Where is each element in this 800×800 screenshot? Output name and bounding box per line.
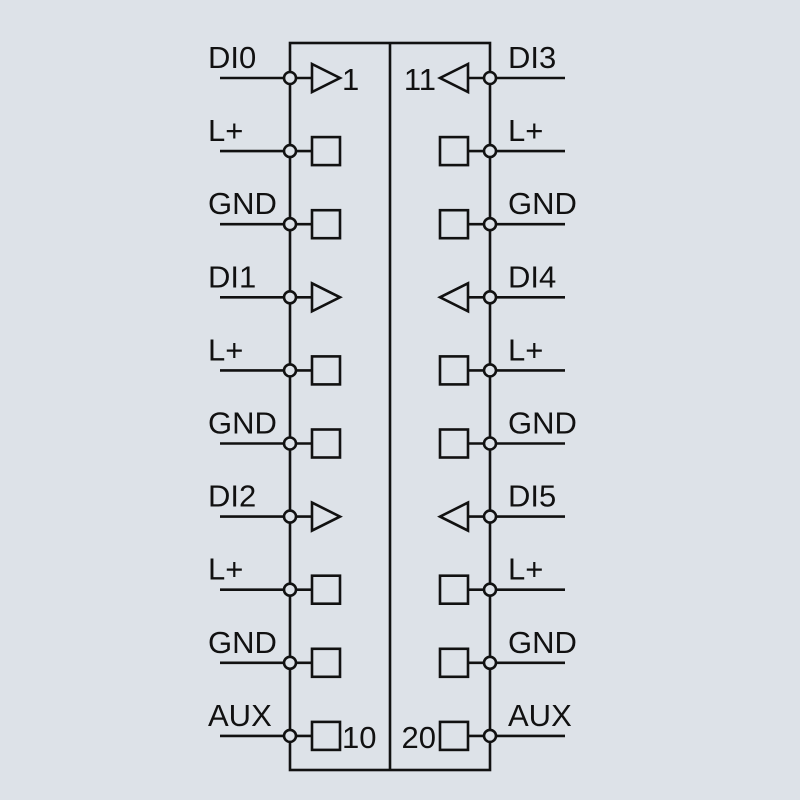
terminal-label: L+: [508, 552, 543, 587]
terminal-left-8: L+: [208, 552, 342, 606]
terminal-right-4: DI4: [437, 259, 565, 314]
terminal-square-icon: [310, 355, 342, 386]
terminal-left-10: AUX 10: [208, 698, 376, 755]
terminal-circle-icon: [282, 509, 298, 524]
terminal-right-6: GND: [438, 406, 577, 459]
terminal-square-icon: [438, 647, 470, 679]
terminal-right-1: DI3 11: [404, 40, 565, 97]
terminal-circle-icon: [482, 655, 498, 671]
terminal-square-icon: [310, 647, 342, 679]
terminal-label: DI1: [208, 259, 256, 294]
terminal-label: DI4: [508, 259, 556, 294]
terminal-circle-icon: [482, 70, 498, 86]
terminal-label: GND: [208, 186, 277, 221]
terminal-label: GND: [208, 406, 277, 441]
terminal-circle-icon: [282, 363, 298, 378]
pin-number: 11: [404, 62, 436, 97]
input-arrow-right-icon: [310, 500, 343, 533]
terminal-circle-icon: [482, 143, 498, 159]
input-arrow-left-icon: [437, 281, 470, 314]
terminal-left-4: DI1: [208, 259, 343, 314]
terminal-circle-icon: [282, 70, 298, 86]
terminal-left-9: GND: [208, 625, 342, 679]
terminal-left-7: DI2: [208, 479, 343, 533]
input-arrow-right-icon: [310, 281, 343, 314]
terminal-right-10: AUX 20: [402, 698, 573, 755]
terminal-circle-icon: [482, 582, 498, 598]
terminal-right-9: GND: [438, 625, 577, 679]
terminal-square-icon: [438, 574, 470, 606]
pin-number: 1: [342, 62, 359, 97]
terminal-circle-icon: [482, 436, 498, 451]
terminal-left-3: GND: [208, 186, 342, 240]
terminal-label: DI2: [208, 479, 256, 514]
pin-number: 20: [402, 720, 436, 755]
terminal-label: GND: [508, 186, 577, 221]
terminal-square-icon: [438, 208, 470, 240]
terminal-label: DI3: [508, 40, 556, 75]
terminal-circle-icon: [282, 728, 298, 744]
pin-number: 10: [342, 720, 376, 755]
terminal-label: DI0: [208, 40, 256, 75]
input-arrow-left-icon: [437, 61, 470, 95]
terminal-label: GND: [508, 406, 577, 441]
terminal-square-icon: [310, 135, 342, 167]
terminal-right-7: DI5: [437, 479, 565, 533]
terminal-label: L+: [208, 552, 243, 587]
terminal-square-icon: [310, 574, 342, 606]
terminal-left-5: L+: [208, 332, 342, 386]
terminal-left-2: L+: [208, 113, 342, 167]
terminal-square-icon: [438, 720, 470, 752]
input-arrow-right-icon: [310, 61, 343, 95]
terminal-label: GND: [208, 625, 277, 660]
terminal-circle-icon: [282, 582, 298, 598]
input-arrow-left-icon: [437, 500, 470, 533]
terminal-left-6: GND: [208, 406, 342, 459]
terminal-circle-icon: [482, 509, 498, 524]
terminal-square-icon: [438, 428, 470, 459]
terminal-circle-icon: [282, 655, 298, 671]
terminal-label: L+: [508, 332, 543, 367]
terminal-right-8: L+: [438, 552, 565, 606]
terminal-left-1: DI0 1: [208, 40, 359, 97]
terminal-label: DI5: [508, 479, 556, 514]
terminal-label: L+: [208, 332, 243, 367]
terminal-label: AUX: [508, 698, 572, 733]
terminal-label: L+: [208, 113, 243, 148]
terminal-circle-icon: [482, 363, 498, 378]
terminal-circle-icon: [282, 216, 298, 232]
terminal-circle-icon: [482, 289, 498, 305]
terminal-square-icon: [310, 720, 342, 752]
terminal-label: AUX: [208, 698, 272, 733]
terminal-square-icon: [310, 428, 342, 459]
terminal-circle-icon: [282, 436, 298, 451]
terminal-label: L+: [508, 113, 543, 148]
terminal-label: GND: [508, 625, 577, 660]
terminal-right-5: L+: [438, 332, 565, 386]
terminal-circle-icon: [282, 289, 298, 305]
terminal-square-icon: [438, 135, 470, 167]
terminal-right-3: GND: [438, 186, 577, 240]
terminal-circle-icon: [482, 728, 498, 744]
terminal-right-2: L+: [438, 113, 565, 167]
terminal-square-icon: [310, 208, 342, 240]
terminal-circle-icon: [282, 143, 298, 159]
terminal-square-icon: [438, 355, 470, 386]
terminal-circle-icon: [482, 216, 498, 232]
